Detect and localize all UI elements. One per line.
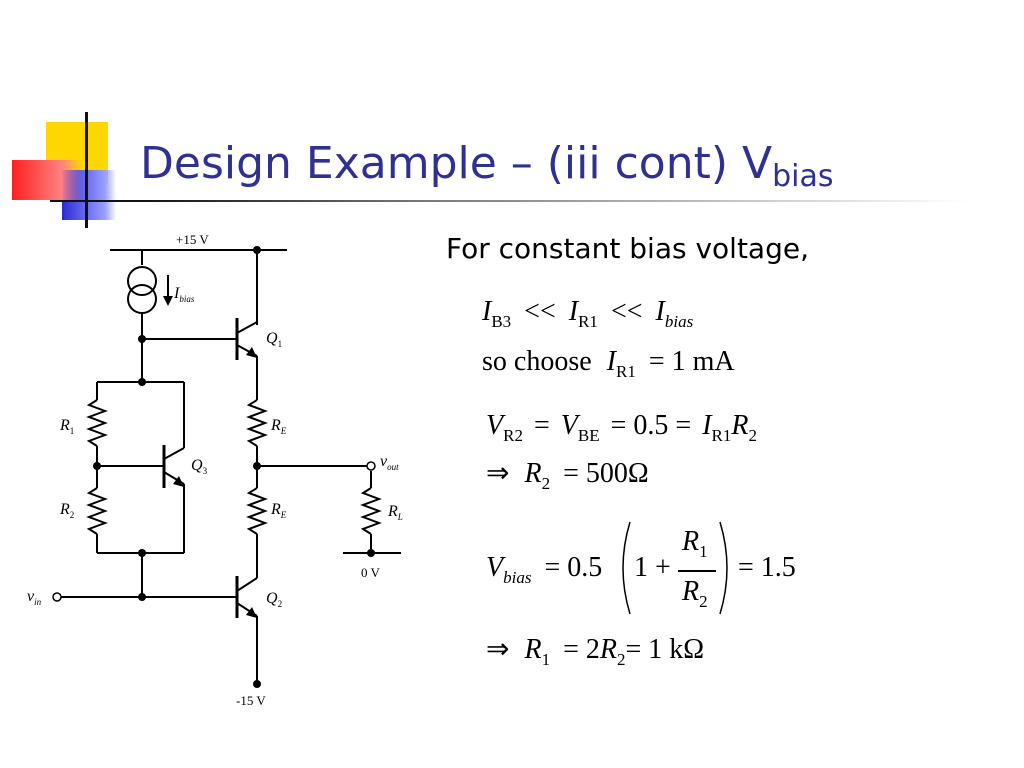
- equation-r1-result: ⇒ R1 = 2R2= 1 kΩ: [486, 634, 705, 669]
- ground-label: 0 V: [361, 565, 381, 580]
- equation-vr2: VR2 = VBE = 0.5 = IR1R2: [486, 410, 757, 445]
- r2-label: R2: [59, 501, 74, 520]
- vout-terminal: [366, 461, 376, 471]
- supply-pos-label: +15 V: [176, 232, 209, 247]
- intro-text: For constant bias voltage,: [446, 232, 809, 265]
- q2-label: Q2: [266, 590, 282, 609]
- circuit-diagram: +15 V -15 V 0 V Ibias Q1 Q2 Q3 R1 R2 RE …: [27, 232, 403, 708]
- equation-choose-ir1: so choose IR1 = 1 mA: [482, 346, 735, 381]
- left-paren: [622, 521, 631, 615]
- vin-terminal: [52, 592, 62, 602]
- ibias-label: Ibias: [173, 285, 195, 304]
- r1-label: R1: [59, 417, 74, 436]
- title-main: Design Example – (iii cont) V: [140, 138, 773, 189]
- re-bottom-label: RE: [270, 501, 287, 520]
- vertical-divider: [85, 112, 88, 228]
- fraction-denominator: R2: [682, 576, 708, 611]
- fraction-bar: [678, 570, 716, 572]
- q3-label: Q3: [191, 457, 208, 476]
- re-top-label: RE: [270, 417, 287, 436]
- equation-inequality: IB3 << IR1 << Ibias: [482, 296, 694, 331]
- red-square: [12, 160, 82, 200]
- vin-label: vin: [27, 588, 42, 607]
- title-sub: bias: [772, 159, 834, 194]
- fraction-numerator: R1: [682, 526, 708, 561]
- q1-label: Q1: [266, 330, 282, 349]
- slide-title: Design Example – (iii cont) Vbias: [140, 138, 834, 194]
- equation-r2-result: ⇒ R2 = 500Ω: [486, 458, 649, 493]
- horizontal-divider: [50, 200, 970, 202]
- rl-label: RL: [387, 503, 403, 522]
- equation-vbias: Vbias = 0.5 1 + R1 R2 = 1.5: [486, 520, 816, 620]
- right-paren: [719, 521, 728, 615]
- vout-label: vout: [380, 453, 399, 472]
- supply-neg-label: -15 V: [236, 693, 266, 708]
